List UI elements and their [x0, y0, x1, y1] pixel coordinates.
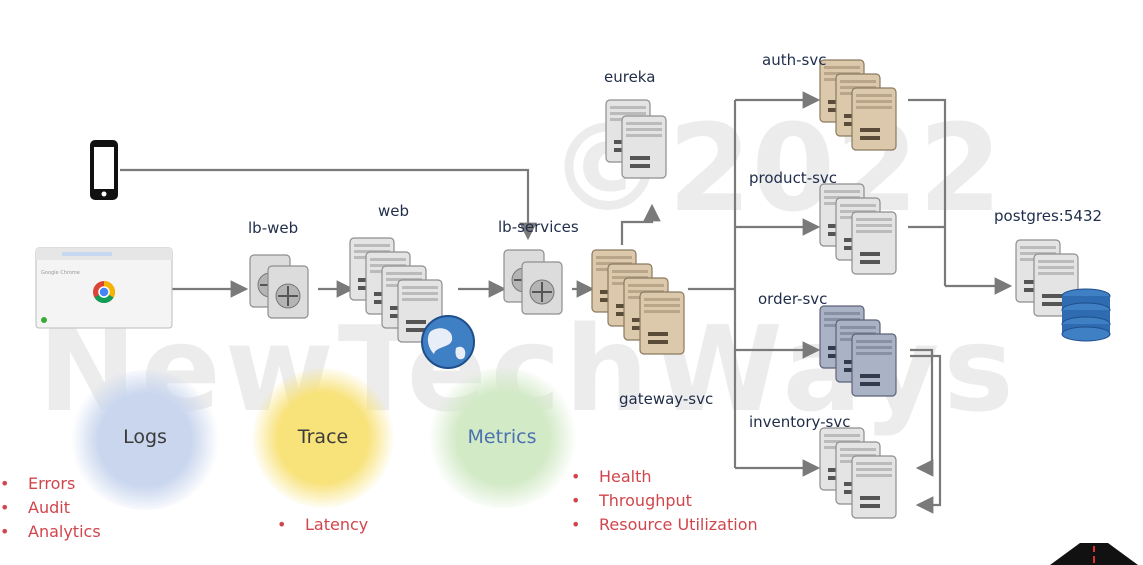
trace-item: Latency	[277, 513, 368, 537]
lb-services-node	[503, 249, 563, 315]
logs-item: Audit	[0, 496, 101, 520]
browser-window-icon	[35, 247, 173, 329]
order-svc-node	[819, 305, 897, 397]
metrics-item: Throughput	[571, 489, 758, 513]
logs-item: Analytics	[0, 520, 101, 544]
lb-web-label: lb-web	[248, 219, 299, 237]
auth-svc-label: auth-svc	[762, 51, 827, 69]
trace-items: Latency	[277, 513, 368, 537]
trace-label: Trace	[297, 426, 349, 448]
logs-label: Logs	[123, 426, 167, 448]
lb-services-label: lb-services	[498, 218, 579, 236]
product-svc-label: product-svc	[749, 169, 838, 187]
metrics-items: Health Throughput Resource Utilization	[571, 465, 758, 537]
product-svc-node	[819, 183, 897, 275]
logs-items: Errors Audit Analytics	[0, 472, 101, 544]
browser-app-name: Google Chrome	[41, 270, 80, 276]
globe-icon	[421, 315, 475, 369]
metrics-circle	[428, 368, 578, 508]
trace-circle	[252, 368, 394, 508]
database-icon	[1061, 288, 1111, 342]
metrics-item: Resource Utilization	[571, 513, 758, 537]
gateway-svc-label: gateway-svc	[619, 390, 714, 408]
auth-svc-node	[819, 59, 897, 151]
logs-item: Errors	[0, 472, 101, 496]
inventory-svc-node	[819, 427, 897, 519]
eureka-node	[605, 99, 667, 179]
eureka-label: eureka	[604, 68, 656, 86]
inventory-svc-label: inventory-svc	[749, 413, 851, 431]
postgres-label: postgres:5432	[994, 207, 1103, 225]
lb-web-node	[249, 254, 309, 319]
gateway-svc-node	[591, 249, 685, 355]
metrics-label: Metrics	[467, 426, 537, 448]
web-label: web	[378, 202, 410, 220]
mobile-phone-icon	[90, 140, 118, 200]
metrics-item: Health	[571, 465, 758, 489]
road-logo-icon	[1050, 543, 1138, 565]
order-svc-label: order-svc	[758, 290, 828, 308]
